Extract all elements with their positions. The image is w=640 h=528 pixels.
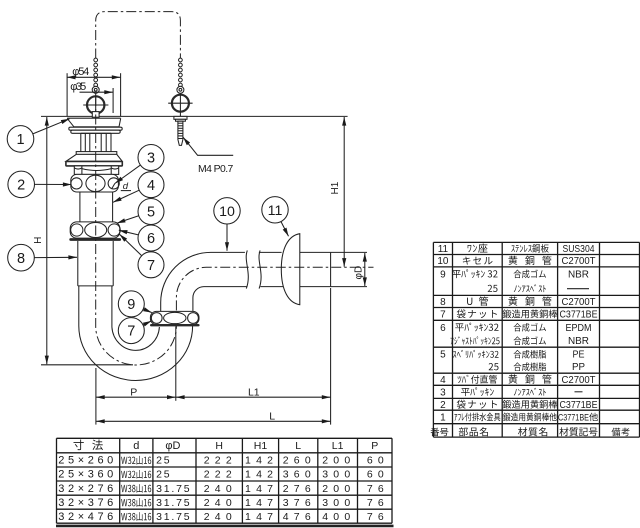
svg-text:EPDM: EPDM: [566, 323, 592, 334]
svg-text:C2700T: C2700T: [562, 297, 596, 308]
svg-text:31.75: 31.75: [156, 511, 191, 523]
svg-text:32×476: 32×476: [58, 511, 117, 523]
svg-text:L: L: [295, 440, 301, 452]
svg-text:300: 300: [322, 497, 355, 509]
svg-text:5: 5: [147, 205, 155, 221]
svg-text:6: 6: [440, 323, 446, 334]
svg-text:32×276: 32×276: [58, 483, 117, 495]
svg-text:25: 25: [156, 469, 171, 481]
svg-text:H1: H1: [330, 181, 341, 194]
svg-text:376: 376: [283, 497, 316, 509]
svg-text:222: 222: [204, 455, 237, 467]
svg-text:φD: φD: [165, 440, 180, 452]
svg-text:276: 276: [283, 483, 316, 495]
svg-text:7: 7: [127, 324, 135, 340]
svg-text:C3771BE: C3771BE: [560, 309, 598, 320]
svg-text:NBR: NBR: [568, 336, 589, 347]
svg-text:φ54: φ54: [72, 66, 89, 78]
svg-text:SUS304: SUS304: [563, 244, 595, 255]
svg-text:φ35: φ35: [70, 81, 86, 93]
svg-text:L1: L1: [248, 386, 260, 398]
svg-text:9: 9: [440, 269, 446, 280]
svg-text:76: 76: [367, 483, 389, 495]
svg-text:60: 60: [367, 469, 389, 481]
svg-text:3: 3: [147, 151, 155, 167]
svg-text:25×260: 25×260: [58, 455, 117, 467]
svg-text:C2700T: C2700T: [562, 375, 596, 386]
svg-text:25: 25: [156, 455, 171, 467]
svg-text:d: d: [133, 440, 139, 452]
svg-text:11: 11: [268, 203, 283, 219]
svg-text:H: H: [215, 440, 223, 452]
svg-text:7: 7: [147, 258, 155, 274]
svg-text:C2700T: C2700T: [562, 256, 596, 267]
svg-text:400: 400: [322, 511, 355, 523]
svg-text:260: 260: [283, 455, 316, 467]
svg-text:8: 8: [440, 297, 446, 308]
svg-text:240: 240: [204, 483, 237, 495]
svg-text:142: 142: [245, 469, 278, 481]
svg-text:11: 11: [438, 244, 449, 255]
svg-text:NBR: NBR: [568, 269, 589, 280]
svg-text:M4 P0.7: M4 P0.7: [198, 164, 234, 175]
svg-text:10: 10: [437, 256, 449, 267]
svg-text:L: L: [269, 410, 275, 422]
svg-text:476: 476: [283, 511, 316, 523]
svg-text:5: 5: [440, 350, 446, 361]
svg-text:PE: PE: [573, 350, 585, 361]
svg-text:P: P: [371, 440, 378, 452]
svg-text:1: 1: [16, 132, 24, 148]
svg-text:25×360: 25×360: [58, 469, 117, 481]
svg-text:C3771BE: C3771BE: [558, 411, 589, 422]
svg-text:PP: PP: [572, 362, 585, 373]
svg-text:147: 147: [245, 497, 278, 509]
svg-text:360: 360: [283, 469, 316, 481]
svg-text:10: 10: [219, 204, 235, 220]
svg-text:200: 200: [322, 483, 355, 495]
svg-text:7: 7: [440, 309, 446, 320]
svg-text:H: H: [33, 237, 44, 244]
svg-text:147: 147: [245, 511, 278, 523]
svg-text:31.75: 31.75: [156, 497, 191, 509]
svg-text:φD: φD: [354, 266, 365, 280]
svg-text:2: 2: [17, 178, 25, 194]
svg-text:147: 147: [245, 483, 278, 495]
svg-text:31.75: 31.75: [156, 483, 191, 495]
svg-text:H1: H1: [254, 440, 268, 452]
svg-text:d: d: [123, 181, 129, 192]
svg-text:76: 76: [367, 511, 389, 523]
svg-text:240: 240: [204, 511, 237, 523]
svg-text:L1: L1: [332, 440, 344, 452]
svg-text:2: 2: [440, 400, 446, 411]
svg-text:240: 240: [204, 497, 237, 509]
svg-text:222: 222: [204, 469, 237, 481]
svg-text:300: 300: [322, 469, 355, 481]
svg-text:C3771BE: C3771BE: [560, 400, 598, 411]
svg-text:76: 76: [367, 497, 389, 509]
svg-text:3: 3: [440, 387, 446, 398]
svg-text:8: 8: [17, 251, 25, 267]
svg-text:P: P: [130, 386, 137, 398]
svg-text:32×376: 32×376: [58, 497, 117, 509]
svg-text:9: 9: [127, 297, 135, 313]
svg-text:142: 142: [245, 455, 278, 467]
svg-text:1: 1: [440, 412, 446, 423]
svg-text:4: 4: [440, 375, 446, 386]
svg-text:200: 200: [322, 455, 355, 467]
svg-text:4: 4: [147, 178, 155, 194]
svg-text:6: 6: [147, 231, 155, 247]
svg-text:60: 60: [367, 455, 389, 467]
